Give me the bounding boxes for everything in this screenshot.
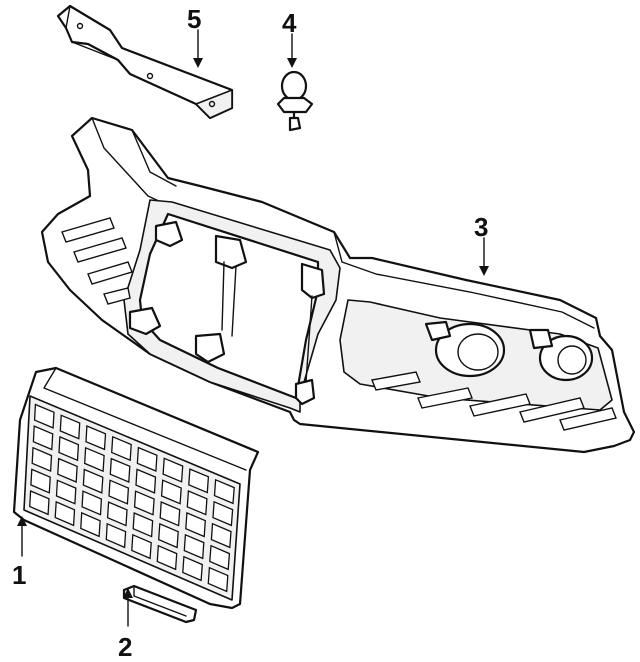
part-1-grille[interactable] bbox=[12, 366, 260, 610]
grille-cell bbox=[80, 511, 101, 538]
part-5-bracket[interactable] bbox=[56, 4, 234, 120]
grille-cell bbox=[55, 479, 77, 505]
grille-cell bbox=[57, 457, 78, 483]
grille-cell bbox=[131, 533, 152, 560]
callout-2: 2 bbox=[118, 632, 132, 662]
grille-cell bbox=[136, 446, 158, 472]
grille-cell bbox=[185, 511, 206, 538]
leader-lines bbox=[17, 29, 489, 627]
grille-cell bbox=[162, 457, 184, 483]
grille-cell bbox=[84, 446, 105, 473]
grille-cell bbox=[108, 479, 130, 505]
grille-cell bbox=[29, 490, 50, 516]
callout-3: 3 bbox=[474, 212, 488, 242]
grille-cells bbox=[29, 403, 235, 593]
grille-cell bbox=[209, 544, 231, 571]
grille-cell bbox=[188, 468, 210, 494]
part-3-headlamp-panel[interactable] bbox=[40, 116, 636, 454]
grille-cell bbox=[111, 435, 132, 462]
callout-1: 1 bbox=[12, 560, 26, 590]
grille-cell bbox=[186, 490, 208, 516]
grille-cell bbox=[54, 500, 76, 527]
grille-cell bbox=[213, 478, 235, 505]
grille-cell bbox=[31, 446, 53, 473]
grille-cell bbox=[85, 425, 107, 451]
grille-cell bbox=[33, 403, 55, 429]
grille-cell bbox=[32, 425, 54, 451]
grille-cell bbox=[30, 468, 51, 494]
grille-cell bbox=[207, 566, 229, 593]
grille-cell bbox=[82, 468, 104, 494]
grille-cell bbox=[109, 457, 131, 483]
grille-cell bbox=[182, 555, 203, 582]
grille-cell bbox=[160, 479, 182, 505]
grille-cell bbox=[105, 522, 127, 549]
grille-cell bbox=[81, 490, 103, 516]
grille-cell bbox=[158, 522, 179, 549]
grille-cell bbox=[212, 500, 234, 527]
part-4-clip[interactable] bbox=[276, 70, 314, 132]
grille-cell bbox=[132, 512, 154, 538]
grille-cell bbox=[133, 490, 155, 516]
grille-cell bbox=[156, 544, 178, 571]
grille-cell bbox=[59, 414, 81, 440]
grille-cell bbox=[159, 501, 181, 527]
grille-cell bbox=[58, 435, 80, 462]
grille-cell bbox=[135, 468, 157, 494]
callout-4: 4 bbox=[282, 8, 297, 38]
callout-5: 5 bbox=[187, 4, 201, 34]
grille-cell bbox=[183, 533, 205, 560]
grille-cell bbox=[210, 522, 232, 549]
grille-cell bbox=[106, 501, 128, 527]
